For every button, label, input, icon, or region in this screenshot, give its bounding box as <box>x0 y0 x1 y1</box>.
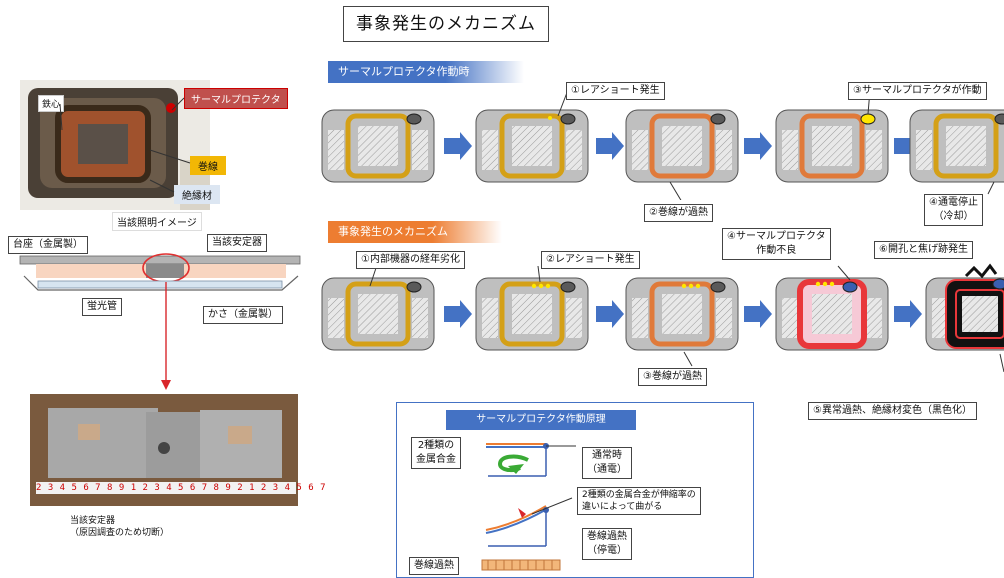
row1-callout-2: ②巻線が過熱 <box>644 204 713 222</box>
cut-ballast-photo <box>30 394 298 506</box>
row2-callout-5: ⑤異常過熱、絶縁材変色（黒色化） <box>808 402 977 420</box>
row2-unit-4 <box>775 277 889 351</box>
core-label: 鉄心 <box>38 95 65 112</box>
ballast-label: 当該安定器 <box>207 234 267 252</box>
row1-callout-1: ①レアショート発生 <box>566 82 665 100</box>
fixture-diagram <box>19 253 301 390</box>
bend-explanation-line1: 2種類の金属合金が伸縮率の <box>582 490 696 500</box>
alloy-label-line2: 金属合金 <box>416 454 456 465</box>
heating-coil-icon <box>481 559 561 571</box>
heat-label: 巻線過熱 <box>409 557 459 575</box>
row1-banner: サーマルプロテクタ作動時 <box>328 61 524 83</box>
row2-unit-5 <box>925 263 1004 351</box>
overheat-state-line1: 巻線過熱 <box>587 531 627 542</box>
row2-unit-1 <box>321 277 435 351</box>
photo-leader-lines <box>59 97 191 193</box>
overheat-state-label: 巻線過熱 （停電） <box>582 528 632 560</box>
normal-state-line1: 通常時 <box>592 450 622 461</box>
row2-callout-3: ③巻線が過熱 <box>638 368 707 386</box>
winding-label: 巻線 <box>190 156 226 175</box>
row1-unit-4 <box>775 109 889 183</box>
insulation-label: 絶縁材 <box>174 185 220 204</box>
ballast-core-photo <box>20 80 210 210</box>
page-title: 事象発生のメカニズム <box>343 6 549 42</box>
row1-callout-4-line1: ④通電停止 <box>929 197 978 208</box>
row1-unit-5 <box>909 109 1004 183</box>
alloy-label: 2種類の 金属合金 <box>411 437 461 469</box>
cut-ballast-caption-2: （原因調査のため切断） <box>70 528 170 538</box>
row2-unit-2 <box>475 277 589 351</box>
ruler-scale: 2 3 4 5 6 7 8 9 1 2 3 4 5 6 7 8 9 2 1 2 … <box>36 483 327 493</box>
row1-diagram <box>321 90 1004 200</box>
bend-explanation: 2種類の金属合金が伸縮率の 違いによって曲がる <box>577 487 701 515</box>
row2-diagram <box>321 263 1004 372</box>
row2-banner: 事象発生のメカニズム <box>328 221 502 243</box>
principle-title: サーマルプロテクタ作動原理 <box>446 410 636 430</box>
row1-unit-2 <box>475 109 589 183</box>
base-label: 台座（金属製） <box>8 236 88 254</box>
row2-callout-2: ②レアショート発生 <box>541 251 640 269</box>
alloy-label-line1: 2種類の <box>417 440 455 451</box>
row1-callout-4-line2: （冷却） <box>933 211 974 222</box>
row1-callout-4: ④通電停止 （冷却） <box>924 194 983 226</box>
shade-label: かさ（金属製） <box>203 306 283 324</box>
overheat-state-line2: （停電） <box>587 545 627 556</box>
row2-callout-4-line2: 作動不良 <box>756 245 797 256</box>
row2-callout-1: ①内部機器の経年劣化 <box>356 251 465 269</box>
cut-ballast-caption-1: 当該安定器 <box>70 516 116 526</box>
principle-diagram <box>481 443 576 571</box>
row1-unit-1 <box>321 109 435 183</box>
row1-callout-3: ③サーマルプロテクタが作動 <box>848 82 987 100</box>
fixture-image-caption: 当該照明イメージ <box>112 212 202 231</box>
tube-label: 蛍光管 <box>82 298 122 316</box>
normal-state-label: 通常時 （通電） <box>582 447 632 479</box>
row2-unit-3 <box>625 277 739 351</box>
protector-label: サーマルプロテクタ <box>184 88 288 109</box>
row2-callout-4: ④サーマルプロテクタ 作動不良 <box>722 228 831 260</box>
normal-state-line2: （通電） <box>587 464 627 475</box>
row2-callout-4-line1: ④サーマルプロテクタ <box>727 231 826 242</box>
bend-explanation-line2: 違いによって曲がる <box>582 502 663 512</box>
row1-unit-3 <box>625 109 739 183</box>
row2-callout-6: ⑥開孔と焦げ跡発生 <box>874 241 973 259</box>
